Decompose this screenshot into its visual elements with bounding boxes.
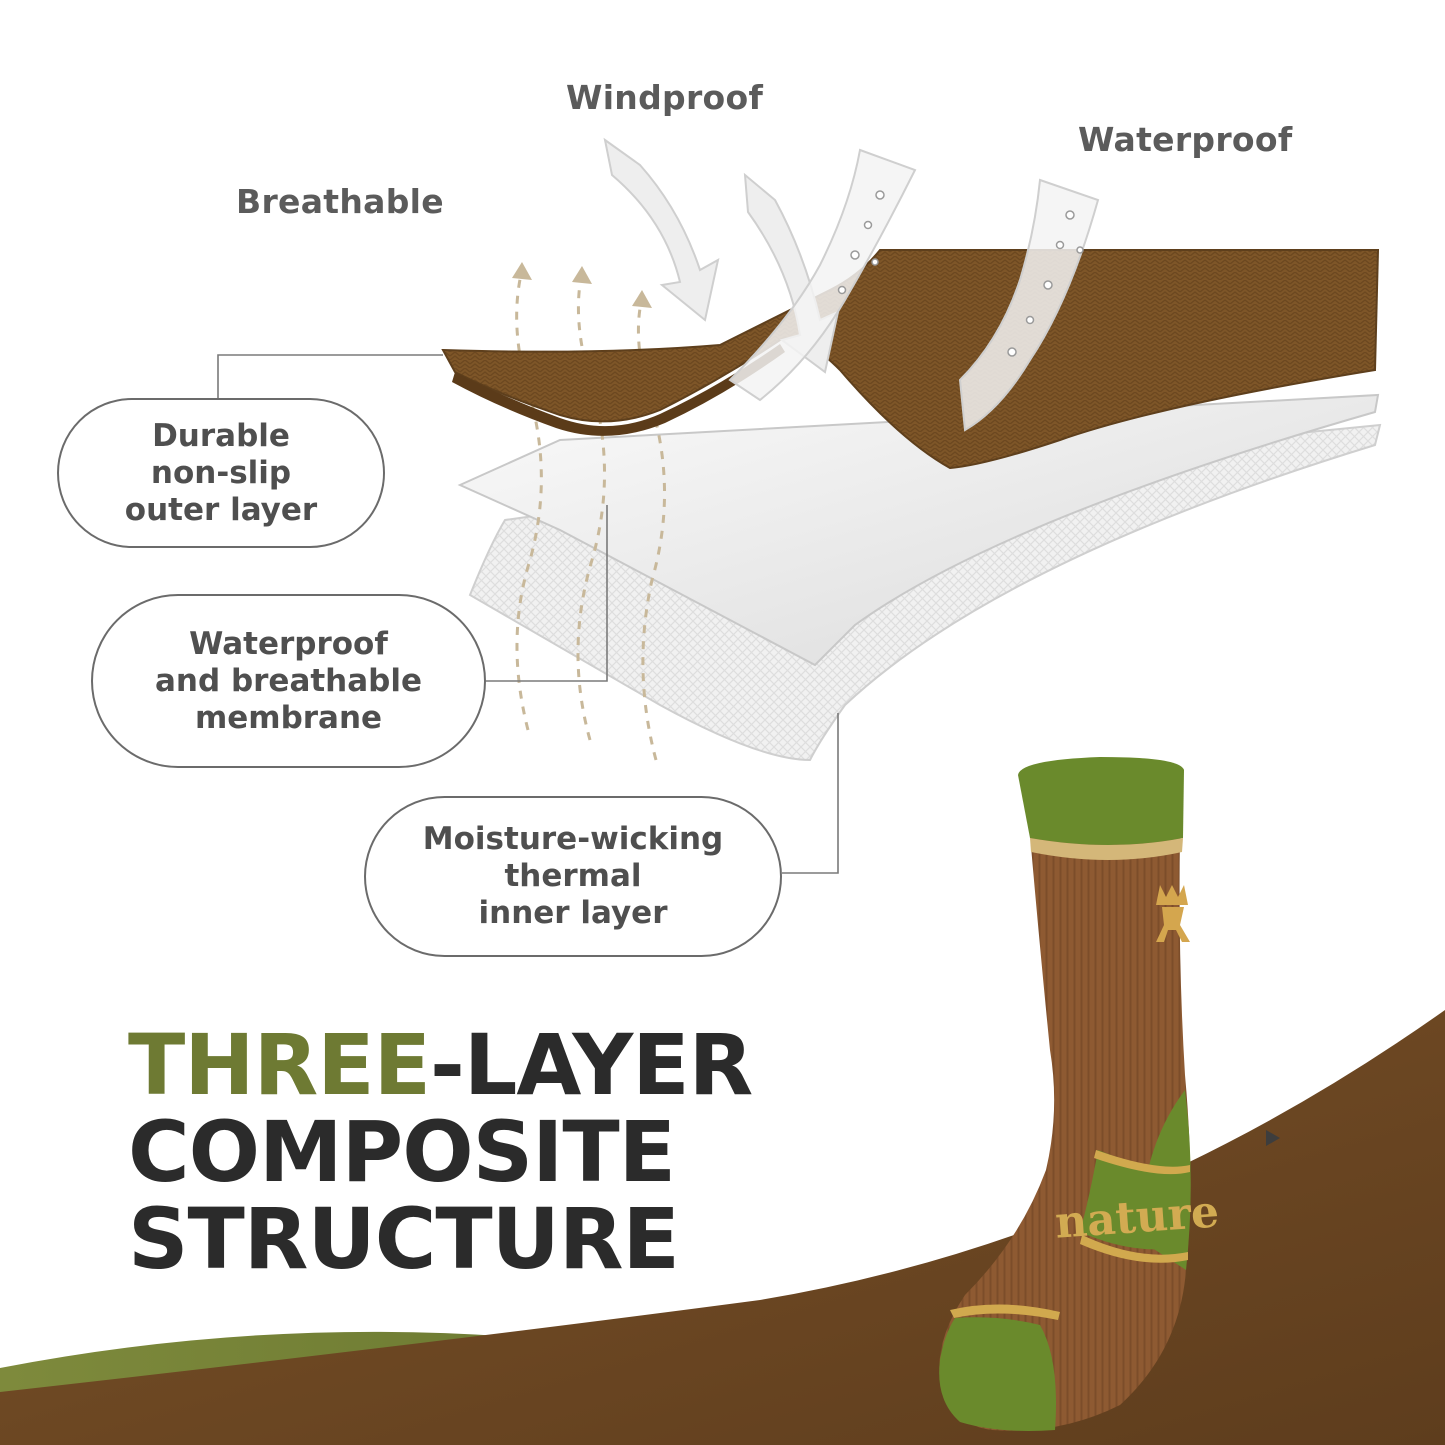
sock-logo-icon — [1156, 885, 1190, 942]
outer-layer-callout: Durable non-slip outer layer — [57, 398, 385, 548]
sock-product-image — [939, 757, 1280, 1431]
callout-line: non-slip — [150, 454, 292, 491]
headline: THREE-LAYER COMPOSITE STRUCTURE — [128, 1022, 753, 1288]
headline-line-2: COMPOSITE — [128, 1103, 676, 1201]
waterproof-strips — [728, 148, 1100, 432]
callout-line: thermal — [504, 858, 642, 894]
headline-accent: THREE — [128, 1016, 431, 1114]
arrow-heads — [512, 262, 652, 308]
callout-line: Durable — [152, 417, 290, 454]
headline-line-1-rest: -LAYER — [430, 1016, 753, 1114]
callout-line: inner layer — [478, 895, 668, 931]
headline-line-1: THREE-LAYER — [128, 1022, 753, 1109]
breathable-label: Breathable — [236, 182, 444, 221]
waterproof-label: Waterproof — [1078, 120, 1293, 159]
inner-layer-callout: Moisture-wicking thermal inner layer — [364, 796, 782, 957]
outer-layer-fabric — [441, 249, 1380, 470]
membrane-layer — [457, 393, 1380, 667]
callout-line: outer layer — [124, 491, 318, 528]
sock-brand-text: nature — [1053, 1186, 1220, 1248]
windproof-label: Windproof — [566, 78, 764, 117]
callout-leader-lines — [217, 354, 839, 874]
callout-line: and breathable — [154, 662, 423, 699]
callout-line: membrane — [194, 699, 383, 736]
breathable-arrows — [515, 269, 666, 761]
headline-line-3: STRUCTURE — [128, 1190, 680, 1288]
callout-line: Moisture-wicking — [422, 821, 724, 857]
membrane-callout: Waterproof and breathable membrane — [91, 594, 486, 768]
callout-line: Waterproof — [189, 625, 388, 662]
